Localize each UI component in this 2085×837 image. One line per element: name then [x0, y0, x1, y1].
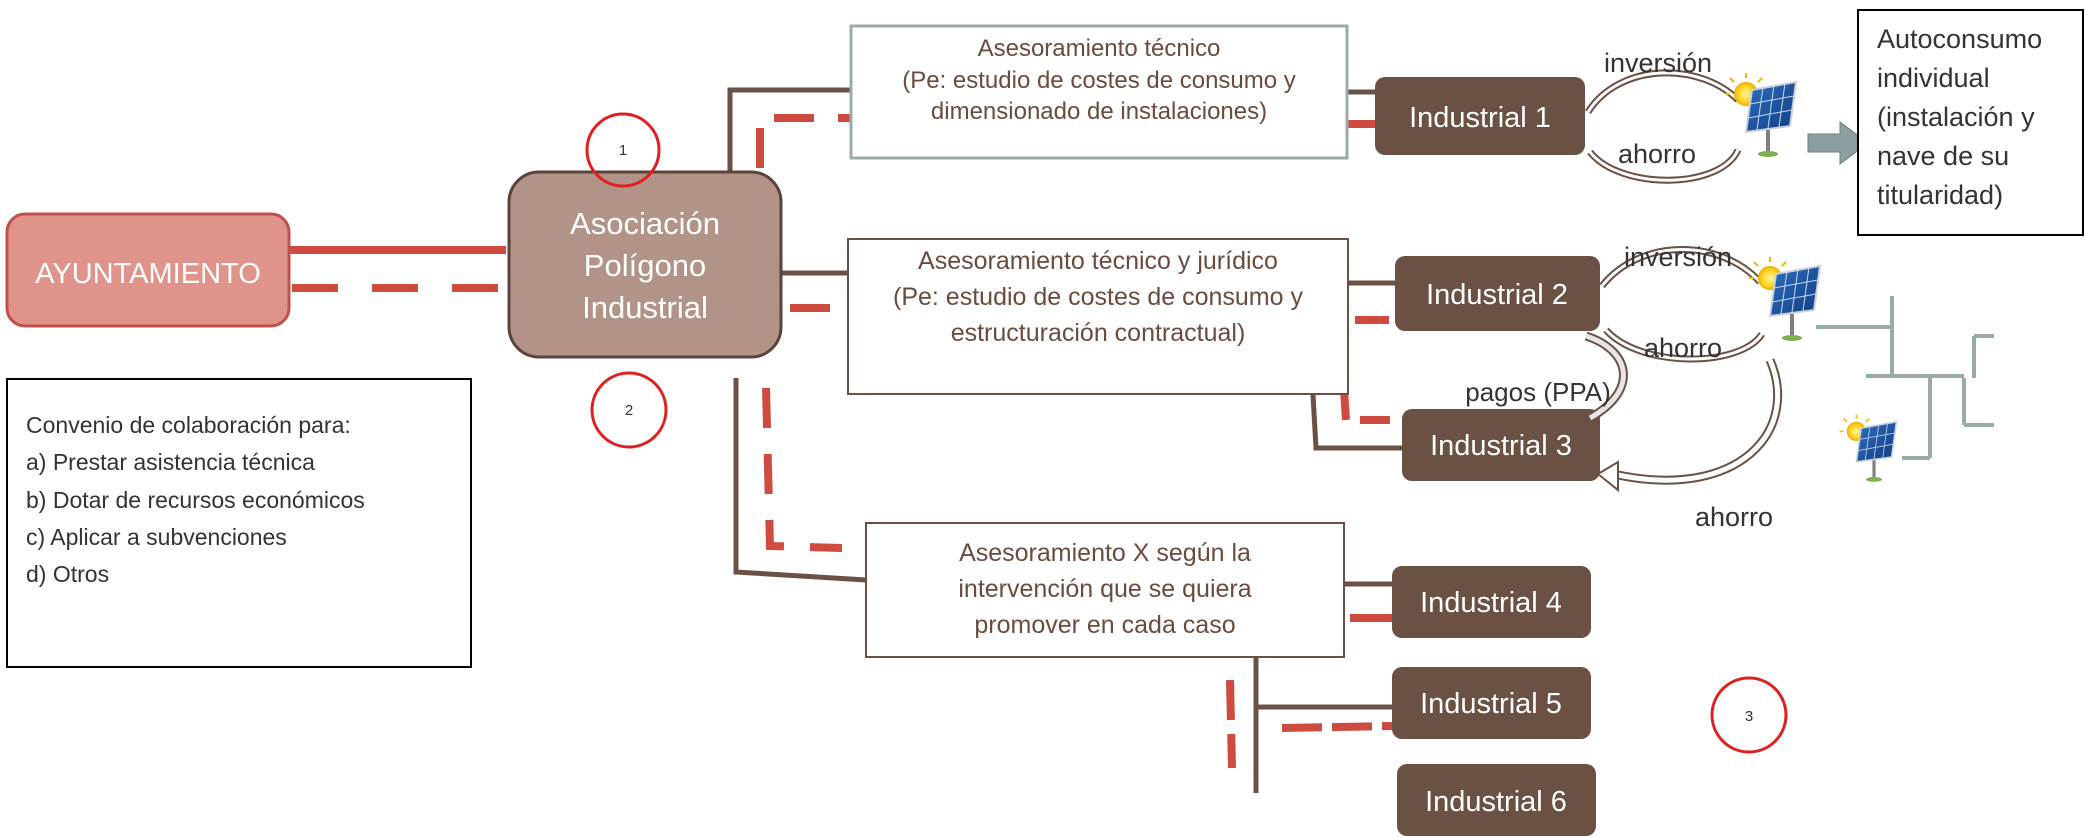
advisory-3-line-1: Asesoramiento X según la [959, 539, 1251, 567]
ahorro-label-3: ahorro [1695, 502, 1773, 532]
connector-dashed [756, 114, 850, 168]
industrial-label-3: Industrial 3 [1430, 430, 1572, 462]
solar-panel-icon [1747, 255, 1822, 343]
solar-panel-icon [1837, 413, 1899, 484]
industrial-label-4: Industrial 4 [1420, 587, 1562, 619]
advisory-3-line-2: intervención que se quiera [958, 575, 1251, 603]
industrial-box-6 [1397, 764, 1596, 836]
advisory-1-line-2: (Pe: estudio de costes de consumo y [902, 67, 1296, 94]
industrial-box-3 [1402, 409, 1600, 481]
advisory-2-line-1: Asesoramiento técnico y jurídico [918, 247, 1278, 275]
ayuntamiento-box [5, 212, 291, 328]
industrial-box-4 [1392, 566, 1591, 638]
marker-label-3: 3 [1745, 708, 1753, 725]
asociacion-label-2: Polígono [584, 248, 706, 283]
pagos-arrow-inner [1585, 333, 1626, 421]
autoconsumo-line-3: (instalación y [1877, 102, 2035, 132]
autoconsumo-arrow-icon [1807, 121, 1869, 165]
autoconsumo-line-4: nave de su [1877, 141, 2009, 171]
autoconsumo-box [1857, 9, 2084, 236]
industrial-box-2 [1395, 256, 1600, 331]
ahorro-arrow-1-inner [1588, 149, 1740, 182]
inversion-arrow-2-inner [1600, 248, 1762, 287]
industrial-label-1: Industrial 1 [1409, 102, 1551, 134]
ahorro-label-2: ahorro [1644, 333, 1722, 363]
connector-dashed [1340, 389, 1402, 424]
autoconsumo-line-5: titularidad) [1877, 180, 2003, 210]
industrial-label-5: Industrial 5 [1420, 688, 1562, 720]
convenio-line-1: Convenio de colaboración para: [26, 412, 351, 438]
marker-circle-1 [585, 112, 661, 188]
convenio-line-4: c) Aplicar a subvenciones [26, 524, 287, 550]
advisory-box-2 [847, 238, 1349, 395]
advisory-box-3 [865, 522, 1345, 658]
marker-label-1: 1 [619, 142, 627, 159]
asociacion-label-1: Asociación [570, 206, 720, 241]
ahorro-arrow-3 [1617, 358, 1783, 485]
solar-panel-icon [1723, 71, 1798, 159]
inversion-arrow-1 [1585, 69, 1741, 114]
convenio-line-2: a) Prestar asistencia técnica [26, 449, 315, 475]
autoconsumo-line-2: individual [1877, 63, 1990, 93]
connector-solid [1309, 376, 1402, 451]
pagos-label: pagos (PPA) [1465, 377, 1610, 407]
inversion-label-2: inversión [1624, 242, 1732, 272]
grid-network-icon [1816, 296, 1994, 460]
marker-circle-3 [1710, 676, 1788, 754]
convenio-line-5: d) Otros [26, 561, 109, 587]
industrial-label-2: Industrial 2 [1426, 279, 1568, 311]
industrial-label-6: Industrial 6 [1425, 786, 1567, 818]
inversion-label-1: inversión [1604, 48, 1712, 78]
convenio-line-3: b) Dotar de recursos económicos [26, 487, 365, 513]
connector-solid [733, 378, 867, 583]
connector-dashed [762, 387, 843, 552]
ahorro-label-1: ahorro [1618, 139, 1696, 169]
ahorro-arrow-3-inner [1617, 359, 1781, 483]
convenio-box [6, 378, 472, 668]
industrial-box-1 [1375, 77, 1585, 155]
ahorro-arrow-2-inner [1604, 328, 1764, 361]
connector-dashed [1281, 722, 1393, 732]
advisory-3-line-3: promover en cada caso [974, 611, 1235, 639]
advisory-1-line-3: dimensionado de instalaciones) [931, 98, 1267, 125]
autoconsumo-line-1: Autoconsumo [1877, 24, 2042, 54]
asociacion-label-3: Industrial [582, 290, 708, 325]
advisory-2-line-3: estructuración contractual) [951, 319, 1246, 347]
connector-dashed [1226, 679, 1236, 769]
connector-solid [727, 87, 850, 172]
advisory-box-1 [849, 24, 1349, 160]
advisory-1-line-1: Asesoramiento técnico [978, 35, 1221, 62]
marker-label-2: 2 [625, 402, 633, 419]
inversion-arrow-1-inner [1586, 71, 1740, 113]
ayuntamiento-label: AYUNTAMIENTO [35, 258, 261, 290]
ahorro-arrowhead-3 [1596, 460, 1619, 493]
industrial-box-5 [1392, 667, 1591, 739]
marker-circle-2 [590, 371, 668, 449]
asociacion-box [507, 170, 783, 359]
advisory-2-line-2: (Pe: estudio de costes de consumo y [893, 283, 1303, 311]
